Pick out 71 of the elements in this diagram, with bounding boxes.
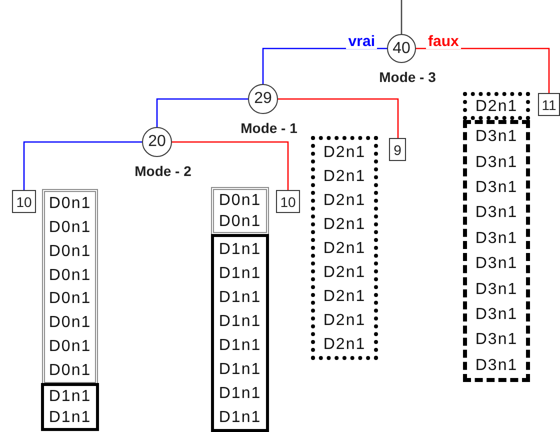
connector-line	[156, 98, 248, 127]
row-label: D3n1	[475, 280, 518, 298]
connector-line	[400, 0, 402, 34]
row-label: D0n1	[218, 192, 262, 209]
row-label: D0n1	[48, 242, 92, 260]
connector-line	[23, 141, 142, 190]
connector-line	[172, 141, 289, 190]
row-label: D2n1	[475, 98, 518, 114]
row-label: D1n1	[218, 264, 262, 282]
edge-label: vrai	[346, 34, 377, 48]
node-circle	[248, 84, 278, 114]
row-label: D1n1	[218, 408, 262, 426]
connector-line	[278, 98, 399, 138]
row-label: D2n1	[323, 168, 366, 184]
mode-label: Mode - 1	[240, 120, 298, 136]
row-label: D2n1	[323, 336, 366, 352]
row-label: D0n1	[48, 195, 92, 212]
row-label: D1n1	[218, 336, 262, 354]
row-label: D3n1	[475, 255, 518, 272]
node-label: 9	[394, 142, 402, 158]
node-label: 20	[148, 133, 166, 151]
row-label: D3n1	[475, 128, 518, 146]
row-label: D3n1	[475, 306, 518, 323]
row-label: D1n1	[48, 409, 92, 426]
row-label: D2n1	[323, 264, 366, 280]
row-label: D3n1	[475, 178, 518, 196]
count-box	[276, 190, 300, 213]
group-box	[42, 189, 98, 385]
node-circle	[142, 127, 172, 157]
row-label: D3n1	[475, 204, 518, 222]
row-label: D1n1	[218, 312, 262, 330]
node-label: 29	[254, 90, 272, 108]
count-box	[12, 190, 36, 213]
row-label: D0n1	[48, 266, 92, 284]
node-label: 11	[542, 96, 556, 112]
row-label: D0n1	[48, 219, 92, 236]
row-label: D1n1	[218, 384, 262, 402]
row-label: D3n1	[475, 356, 518, 374]
node-label: 40	[392, 40, 410, 58]
group-box	[311, 136, 378, 360]
row-label: D0n1	[48, 338, 92, 355]
row-label: D2n1	[323, 216, 366, 232]
node-label: 10	[16, 194, 32, 210]
row-label: D1n1	[218, 360, 262, 378]
row-label: D0n1	[48, 362, 92, 379]
row-label: D3n1	[475, 230, 518, 247]
row-label: D0n1	[218, 213, 262, 230]
row-label: D1n1	[218, 288, 262, 306]
node-circle	[387, 34, 416, 63]
mode-label: Mode - 2	[134, 163, 192, 179]
edge-label: faux	[426, 34, 461, 48]
mode-label: Mode - 3	[379, 69, 436, 85]
group-box	[41, 383, 99, 431]
row-label: D3n1	[475, 331, 518, 348]
row-label: D1n1	[218, 240, 262, 258]
row-label: D2n1	[323, 240, 366, 256]
group-box	[211, 187, 269, 235]
group-box	[463, 92, 530, 120]
group-box	[211, 234, 269, 432]
row-label: D0n1	[48, 290, 92, 308]
row-label: D2n1	[323, 288, 366, 304]
count-box	[389, 138, 406, 161]
node-label: 10	[280, 194, 296, 210]
row-label: D2n1	[323, 312, 366, 328]
count-box	[538, 93, 560, 116]
row-label: D3n1	[475, 154, 518, 171]
group-box	[463, 120, 530, 382]
row-label: D2n1	[323, 192, 366, 208]
row-label: D1n1	[48, 388, 92, 405]
row-label: D2n1	[323, 144, 366, 160]
row-label: D0n1	[48, 314, 92, 332]
